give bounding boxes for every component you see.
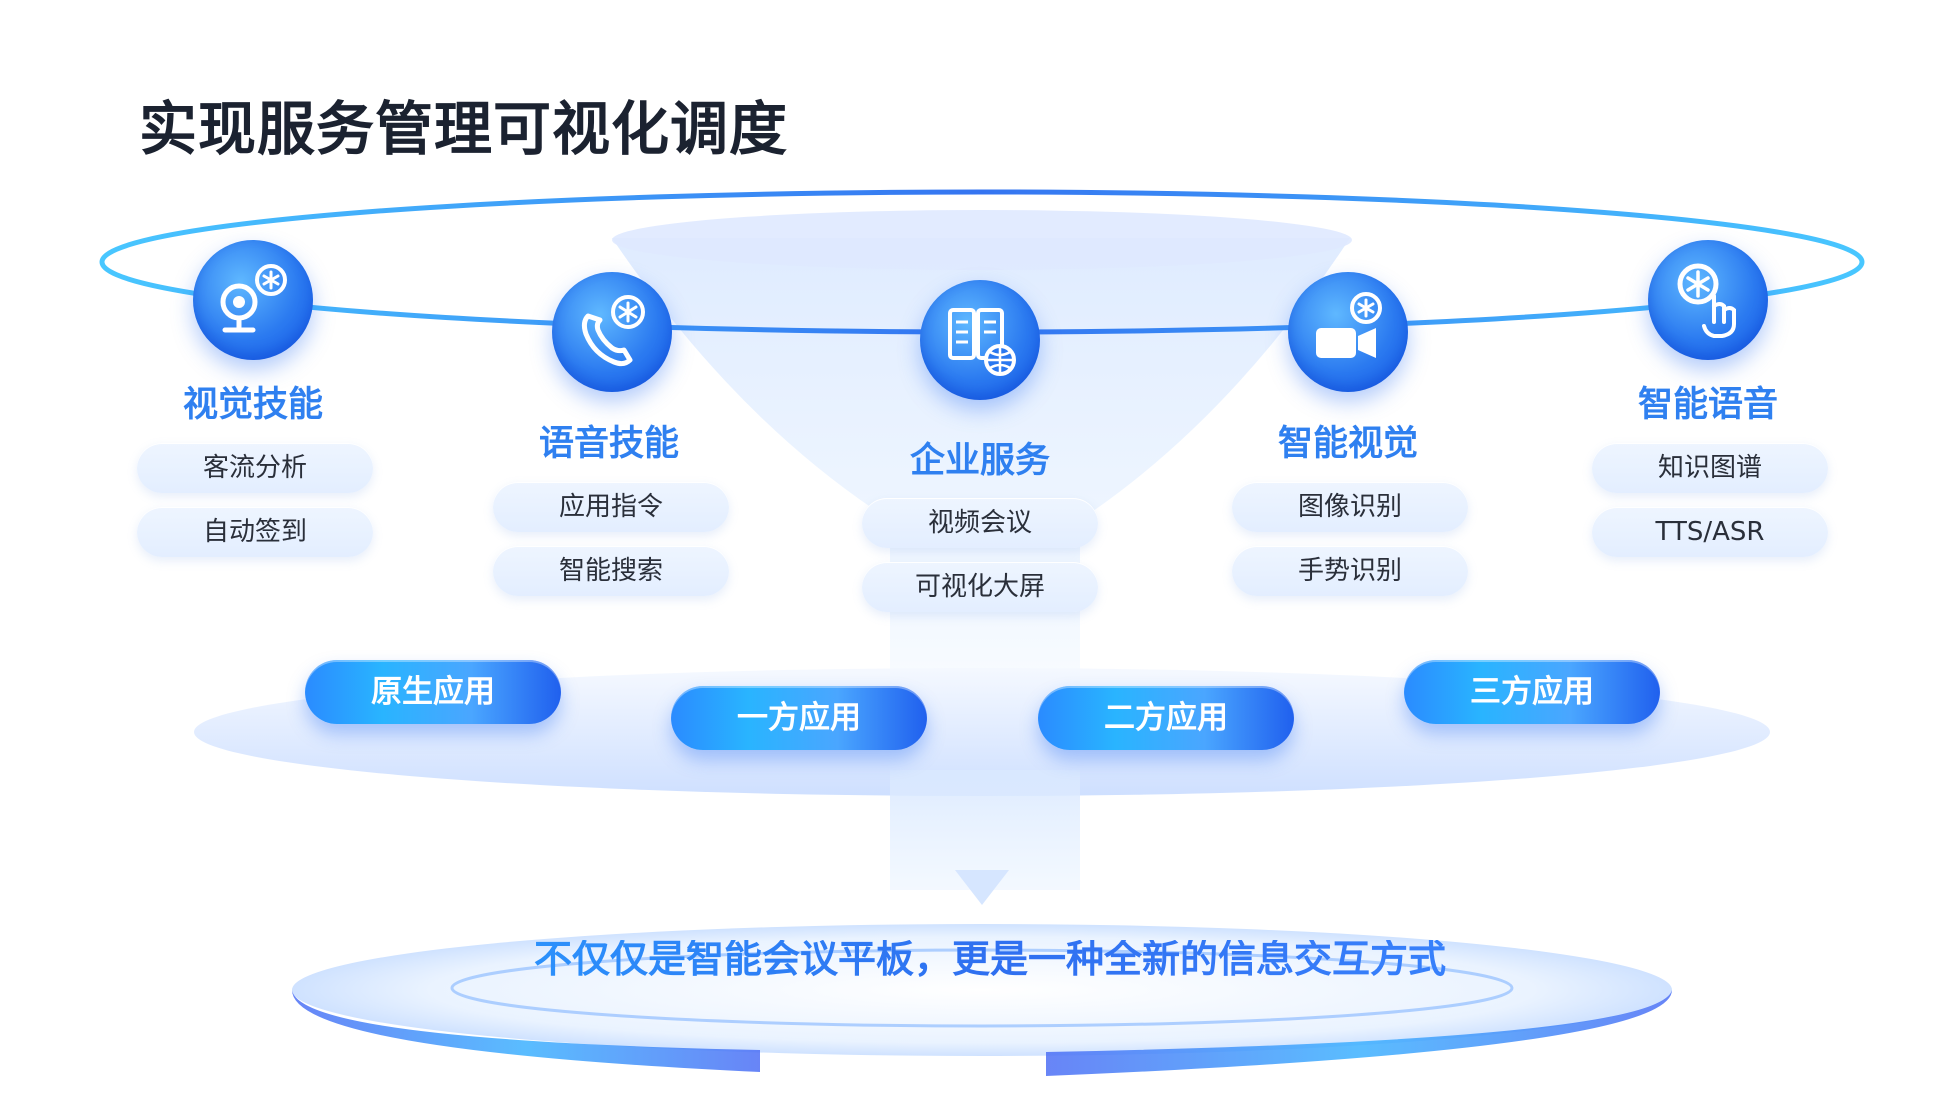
group-title: 视觉技能 bbox=[182, 385, 323, 425]
list-item: 图像识别 bbox=[1232, 482, 1468, 532]
page-title: 实现服务管理可视化调度 bbox=[139, 95, 789, 163]
group-title: 语音技能 bbox=[538, 424, 679, 464]
list-item: 客流分析 bbox=[137, 443, 373, 493]
slogan-text: 不仅仅是智能会议平板，更是一种全新的信息交互方式 bbox=[380, 940, 1600, 978]
third-party-app-button[interactable]: 三方应用 bbox=[1404, 660, 1660, 724]
second-party-app-button[interactable]: 二方应用 bbox=[1038, 686, 1294, 750]
hand-tap-asterisk-icon bbox=[1648, 240, 1768, 360]
native-app-button[interactable]: 原生应用 bbox=[305, 660, 561, 724]
phone-asterisk-icon bbox=[552, 272, 672, 392]
video-camera-asterisk-icon bbox=[1288, 272, 1408, 392]
list-item: 智能搜索 bbox=[493, 546, 729, 596]
group-title: 智能语音 bbox=[1637, 385, 1778, 425]
first-party-app-button[interactable]: 一方应用 bbox=[671, 686, 927, 750]
list-item: TTS/ASR bbox=[1592, 507, 1828, 557]
server-globe-icon bbox=[920, 280, 1040, 400]
list-item: 知识图谱 bbox=[1592, 443, 1828, 493]
list-item: 视频会议 bbox=[862, 498, 1098, 548]
list-item: 手势识别 bbox=[1232, 546, 1468, 596]
group-title: 智能视觉 bbox=[1277, 424, 1418, 464]
list-item: 自动签到 bbox=[137, 507, 373, 557]
webcam-asterisk-icon bbox=[193, 240, 313, 360]
list-item: 可视化大屏 bbox=[862, 562, 1098, 612]
list-item: 应用指令 bbox=[493, 482, 729, 532]
group-title: 企业服务 bbox=[909, 441, 1050, 481]
